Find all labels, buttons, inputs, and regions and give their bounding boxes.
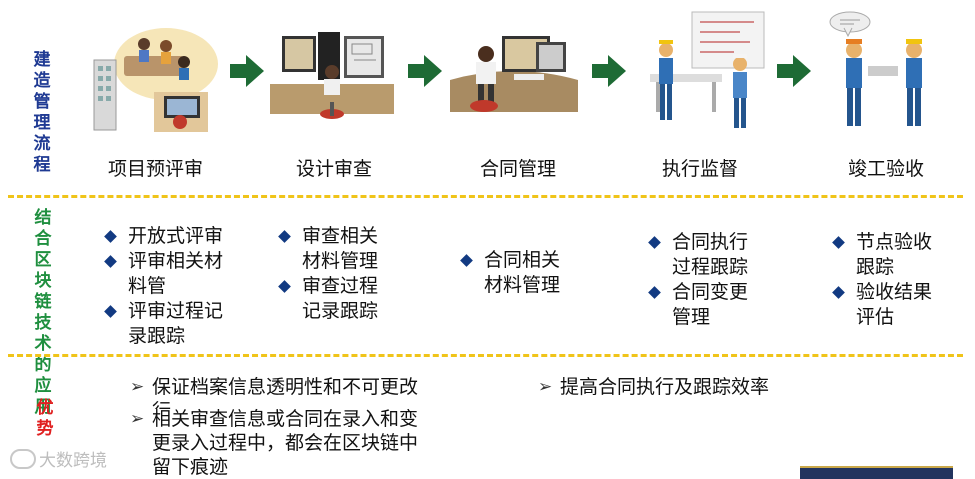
completion-inspection-icon	[818, 8, 958, 132]
diamond-bullet-icon	[278, 230, 291, 243]
flow-arrow-icon	[590, 52, 628, 90]
list-item-line: 审查相关	[302, 225, 379, 247]
diamond-bullet-icon	[648, 286, 661, 299]
separator-bottom	[8, 354, 963, 357]
chain-title-line: 区块	[34, 250, 52, 291]
advantage-item: ➢ 提高合同执行及跟踪效率	[536, 375, 769, 399]
corner-badge	[800, 466, 953, 479]
list-item: 合同变更 管理	[648, 280, 749, 330]
advantages-row-title: 优 势	[30, 398, 60, 440]
stage-label: 设计审查	[296, 158, 373, 180]
advantage-line: 提高合同执行及跟踪效率	[560, 376, 770, 398]
process-title-line: 管理	[33, 92, 51, 133]
chevron-bullet-icon: ➢	[538, 377, 553, 397]
list-item-line: 开放式评审	[128, 225, 224, 247]
diamond-bullet-icon	[832, 286, 845, 299]
list-item-line: 审查过程	[302, 275, 379, 297]
watermark-text: 大数跨境	[39, 451, 107, 471]
list-item: 合同执行 过程跟踪	[648, 230, 749, 280]
chain-title-line: 术的	[34, 334, 52, 375]
diamond-bullet-icon	[278, 280, 291, 293]
advantage-line: 保证档案信息透明性和不可更改	[152, 376, 419, 398]
process-title-line: 流程	[33, 134, 51, 175]
application-list-supervision: 合同执行 过程跟踪 合同变更 管理	[648, 230, 749, 330]
list-item-line: 合同执行	[672, 231, 749, 253]
list-item-line: 评审相关材	[128, 250, 224, 272]
list-item-line: 评估	[856, 306, 895, 328]
blockchain-row-title: 结合 区块 链技 术的 应用	[28, 208, 58, 418]
contract-desk-icon	[444, 22, 584, 134]
list-item: 审查相关 材料管理	[278, 224, 379, 274]
watermark-logo-icon	[10, 449, 36, 469]
list-item-line: 材料管理	[484, 274, 561, 296]
site-supervision-icon	[630, 10, 770, 134]
list-item: 评审相关材 料管	[104, 249, 224, 299]
process-title-line: 建造	[33, 50, 51, 91]
list-item: 评审过程记 录跟踪	[104, 299, 224, 349]
list-item-line: 料管	[128, 275, 167, 297]
list-item: 合同相关 材料管理	[460, 248, 561, 298]
advantage-line: 留下痕迹	[152, 456, 229, 478]
list-item-line: 合同相关	[484, 249, 561, 271]
list-item-line: 评审过程记	[128, 300, 224, 322]
list-item-line: 合同变更	[672, 281, 749, 303]
advantage-item: ➢ 保证档案信息透明性和不可更改 行	[128, 375, 418, 409]
advantages-list-left: ➢ 保证档案信息透明性和不可更改 行 ➢ 相关审查信息或合同在录入和变 更录入过…	[128, 375, 418, 479]
list-item-line: 记录跟踪	[302, 300, 379, 322]
adv-title-line: 势	[36, 419, 54, 439]
application-list-project-review: 开放式评审 评审相关材 料管 评审过程记 录跟踪	[104, 224, 224, 349]
flow-arrow-icon	[228, 52, 266, 90]
chevron-bullet-icon: ➢	[130, 409, 145, 429]
chain-title-line: 结合	[34, 208, 52, 249]
list-item-line: 验收结果	[856, 281, 933, 303]
list-item-line: 录跟踪	[128, 325, 186, 347]
stage-label: 项目预评审	[108, 158, 204, 180]
diamond-bullet-icon	[648, 236, 661, 249]
diamond-bullet-icon	[104, 305, 117, 318]
separator-top	[8, 195, 963, 198]
chain-title-line: 应用	[34, 376, 52, 417]
list-item-line: 材料管理	[302, 250, 379, 272]
diamond-bullet-icon	[832, 236, 845, 249]
project-review-office-icon	[84, 22, 224, 134]
list-item-line: 跟踪	[856, 256, 895, 278]
diamond-bullet-icon	[104, 255, 117, 268]
advantage-line: 更录入过程中，都会在区块链中	[152, 432, 419, 454]
diamond-bullet-icon	[460, 254, 473, 267]
adv-title-line: 优	[36, 398, 54, 418]
application-list-contract: 合同相关 材料管理	[460, 248, 561, 298]
stage-label: 合同管理	[480, 158, 557, 180]
chain-title-line: 链技	[34, 292, 52, 333]
design-review-workstation-icon	[262, 22, 402, 134]
flow-arrow-icon	[406, 52, 444, 90]
flow-arrow-icon	[775, 52, 813, 90]
list-item: 审查过程 记录跟踪	[278, 274, 379, 324]
advantage-item: ➢ 相关审查信息或合同在录入和变 更录入过程中，都会在区块链中 留下痕迹	[128, 407, 418, 479]
process-row-title: 建造 管理 流程	[27, 50, 57, 176]
list-item: 开放式评审	[104, 224, 224, 249]
list-item-line: 节点验收	[856, 231, 933, 253]
chevron-bullet-icon: ➢	[130, 377, 145, 397]
list-item-line: 过程跟踪	[672, 256, 749, 278]
application-list-completion: 节点验收 跟踪 验收结果 评估	[832, 230, 933, 330]
list-item: 验收结果 评估	[832, 280, 933, 330]
application-list-design-review: 审查相关 材料管理 审查过程 记录跟踪	[278, 224, 379, 324]
advantage-line: 行	[152, 399, 418, 409]
advantage-line: 相关审查信息或合同在录入和变	[152, 408, 419, 430]
stage-label: 执行监督	[662, 158, 739, 180]
advantages-list-right: ➢ 提高合同执行及跟踪效率	[536, 375, 769, 399]
stage-label: 竣工验收	[848, 158, 925, 180]
diamond-bullet-icon	[104, 230, 117, 243]
watermark: 大数跨境	[10, 446, 107, 471]
list-item: 节点验收 跟踪	[832, 230, 933, 280]
list-item-line: 管理	[672, 306, 711, 328]
